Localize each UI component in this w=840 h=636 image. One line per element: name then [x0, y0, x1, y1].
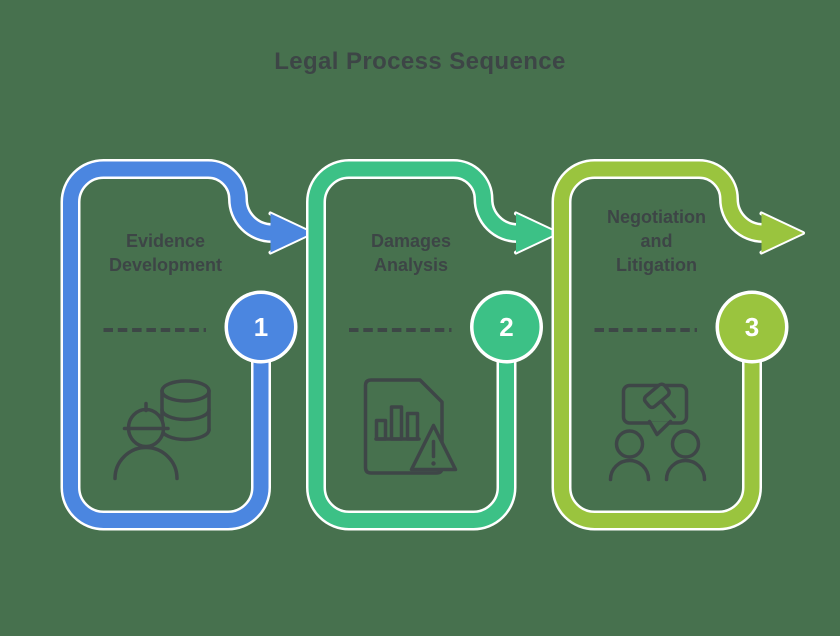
stage-label-3: Negotiation and Litigation — [567, 205, 747, 277]
stage-label-line: Analysis — [373, 255, 449, 275]
stage-label-line: and — [640, 231, 673, 251]
chart-report-warning-icon — [363, 378, 458, 475]
stage-label-line: Evidence — [125, 231, 206, 251]
investigator-and-database-icon — [113, 379, 211, 481]
diagram-title: Legal Process Sequence — [274, 48, 566, 75]
stage-loop-2 — [306, 159, 560, 531]
step-number-badge — [473, 294, 540, 360]
step-number-badge — [228, 294, 294, 360]
arrow-right-icon — [514, 211, 560, 255]
stage-label-line: Damages — [370, 231, 452, 251]
step-number-3: 3 — [744, 312, 760, 342]
step-number-2: 2 — [499, 312, 514, 342]
gavel-icon — [642, 382, 677, 419]
stage-loop-1 — [60, 159, 314, 531]
arrow-right-icon — [759, 211, 805, 255]
stage-label-line: Negotiation — [607, 207, 706, 227]
discussion-gavel-icon — [608, 382, 707, 482]
stage-loop-3 — [551, 159, 805, 531]
stage-label-1: Evidence Development — [76, 229, 256, 277]
arrow-right-icon — [268, 211, 314, 255]
stage-label-line: Development — [108, 255, 223, 275]
stage-label-line: Litigation — [616, 255, 697, 275]
step-number-1: 1 — [253, 312, 269, 342]
step-number-badge — [719, 294, 785, 360]
stage-label-2: Damages Analysis — [321, 229, 501, 277]
